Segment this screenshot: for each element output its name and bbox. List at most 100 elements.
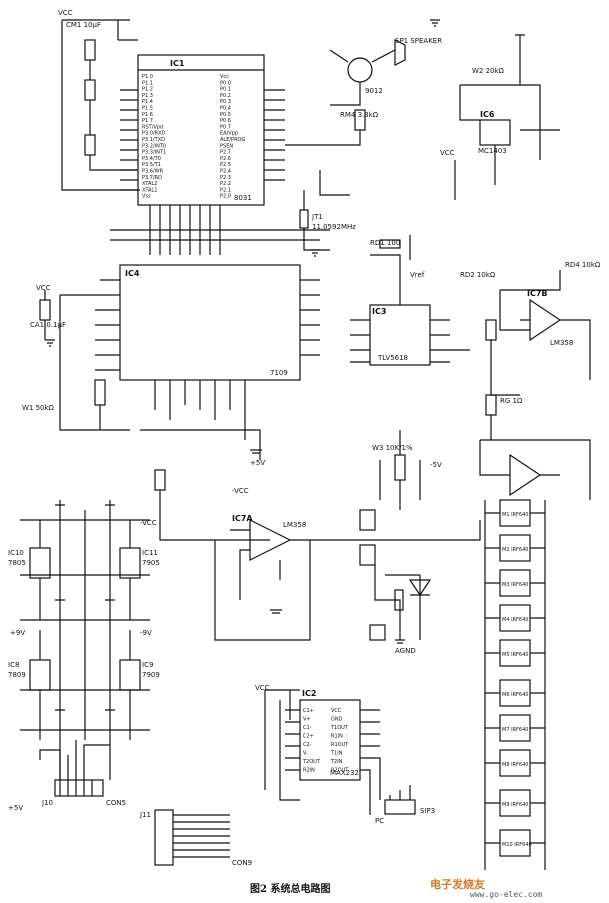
ic9-label: IC9	[142, 661, 154, 669]
plus9v-label: +9V	[10, 629, 26, 637]
max232-pin-7: R2IN	[303, 768, 315, 774]
mcu-pin-right-19: P2.0	[220, 194, 231, 200]
mosfet-label-1: M1 IRF640	[502, 512, 528, 518]
ic6-part-label: MC1403	[478, 147, 507, 155]
mcu-pin-right-0: Vcc	[220, 74, 229, 80]
j11-connector	[154, 809, 174, 866]
mcu-pin-left-0: P1.0	[142, 74, 153, 80]
mcu-pin-right-14: P2.5	[220, 162, 231, 168]
rg-label: RG 1Ω	[500, 397, 523, 405]
rd4-label: RD4 10kΩ	[565, 261, 601, 269]
mcu-pin-left-2: P1.2	[142, 87, 153, 93]
ic9-part-label: 7909	[142, 671, 160, 679]
ic10-label: IC10	[8, 549, 24, 557]
ic4-label: IC4	[125, 269, 140, 278]
vcc-right-label: VCC	[440, 149, 455, 157]
mcu-pin-left-7: P1.7	[142, 118, 153, 124]
ca1-label: CA1 0.1μF	[30, 321, 66, 329]
ic8-label: IC8	[8, 661, 20, 669]
mcu-part-label: 8031	[234, 194, 252, 202]
mcu-pin-left-11: P3.2/INT0	[142, 143, 166, 149]
mosfet-label-5: M5 IRF640	[502, 652, 528, 658]
ic8-7809-body	[29, 659, 51, 691]
vcc-max232-label: VCC	[255, 684, 270, 692]
vcc-top-label: VCC	[58, 9, 73, 17]
ic7b-label: IC7B	[527, 289, 548, 298]
ic10-7805-body	[29, 547, 51, 579]
speaker-label: SP1 SPEAKER	[395, 37, 443, 45]
max232-pin-15: R2OUT	[331, 768, 349, 774]
ic3-part-label: TLV5618	[378, 354, 409, 362]
mcu-pin-right-6: P0.5	[220, 112, 231, 118]
minus-vcc-right-label: -VCC	[140, 519, 157, 527]
j10-connector	[54, 779, 104, 797]
mcu-pin-left-5: P1.5	[142, 106, 153, 112]
minus5v-label: -5V	[430, 461, 442, 469]
mcu-ic1-label: IC1	[170, 59, 185, 68]
max232-pin-1: V+	[303, 717, 311, 723]
mcu-pin-right-15: P2.4	[220, 169, 231, 175]
ic7a-part-label: LM358	[283, 521, 307, 529]
ic2-part-label: MAX232	[330, 769, 359, 777]
w2-label: W2 20kΩ	[472, 67, 504, 75]
max232-pin-labels: C1+V+C1-C2+C2-V-T2OUTR2INVCCGNDT1OUTR1IN…	[302, 708, 349, 774]
mcu-pin-left-19: Vss	[142, 194, 151, 200]
mcu-pin-right-16: P2.3	[220, 175, 231, 181]
ic10-part-label: 7805	[8, 559, 26, 567]
mosfet-label-10: M10 IRF640	[502, 842, 532, 848]
mcu-pin-right-13: P2.6	[220, 156, 231, 162]
max232-pin-14: T2IN	[330, 759, 343, 765]
ic11-7905-body	[119, 547, 141, 579]
mcu-pin-left-3: P1.3	[142, 93, 153, 99]
max232-pin-5: V-	[303, 751, 308, 757]
mcu-pin-left-13: P3.4/T0	[142, 156, 161, 162]
ic3-label: IC3	[372, 307, 387, 316]
max232-pin-9: GND	[331, 717, 343, 723]
con5-label: CON5	[106, 799, 127, 807]
plus5v-bottom-label: +5V	[8, 804, 24, 812]
transistor-label: 9012	[365, 87, 383, 95]
ic7a-label: IC7A	[232, 514, 253, 523]
ic7b-part-label: LM358	[550, 339, 574, 347]
mcu-pin-right-8: P0.7	[220, 124, 231, 130]
max232-pin-4: C2-	[303, 742, 312, 748]
rd1-label: RD1 100	[370, 239, 401, 247]
ic5-opamp-symbol	[509, 453, 542, 497]
mcu-pin-right-17: P2.2	[220, 181, 231, 187]
mcu-pin-left-12: P3.3/INT1	[142, 150, 166, 156]
mcu-left-pin-labels: P1.0P1.1P1.2P1.3P1.4P1.5P1.6P1.7RST/VpdP…	[142, 74, 166, 200]
minus9v-label: -9V	[140, 629, 152, 637]
mcu-pin-right-18: P2.1	[220, 187, 231, 193]
mcu-pin-left-17: XTAL2	[142, 181, 157, 187]
w3-label: W3 10K/1%	[372, 444, 413, 452]
ic2-max232-body	[299, 699, 361, 781]
agnd-label: AGND	[395, 647, 416, 655]
crystal-freq-label: 11.0592MHz	[312, 223, 356, 231]
mcu-pin-right-11: PSEN	[220, 143, 233, 149]
mcu-pin-right-7: P0.6	[220, 118, 231, 124]
rd2-label: RD2 10kΩ	[460, 271, 496, 279]
ic6-mc1403-body	[479, 119, 511, 146]
mcu-pin-left-1: P1.1	[142, 80, 153, 86]
mcu-pin-right-12: P2.7	[220, 150, 231, 156]
ic2-label: IC2	[302, 689, 317, 698]
mosfet-label-4: M4 IRF640	[502, 617, 528, 623]
mcu-pin-left-9: P3.0/RXD	[142, 131, 166, 137]
mosfet-label-9: M9 IRF640	[502, 802, 528, 808]
ic9-7909-body	[119, 659, 141, 691]
minus-vcc-label: -VCC	[232, 487, 249, 495]
mosfet-label-3: M3 IRF640	[502, 582, 528, 588]
mcu-pin-left-15: P3.6/WR	[142, 169, 164, 175]
ground-symbols	[45, 19, 440, 644]
watermark-text: 电子发烧友	[430, 878, 485, 891]
pc-label: PC	[375, 817, 385, 825]
watermark-url: www.go-elec.com	[470, 890, 543, 899]
max232-pin-3: C2+	[303, 734, 314, 740]
rm4-label: RM4 3.3kΩ	[340, 111, 379, 119]
vref-label: Vref	[410, 271, 425, 279]
sip3-connector	[384, 799, 416, 815]
plus5v-label: +5V	[250, 459, 266, 467]
mcu-pin-left-6: P1.6	[142, 112, 153, 118]
